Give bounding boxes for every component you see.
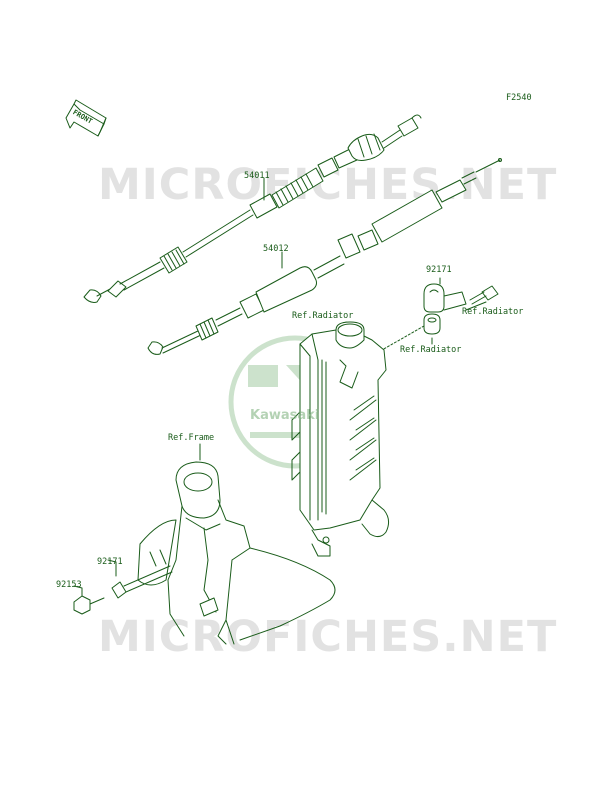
radiator [291,321,390,557]
collar-top [423,313,441,335]
nut-92153 [73,595,105,615]
label-ref-radiator-1: Ref.Radiator [292,311,354,321]
front-arrow-icon [65,99,107,137]
kawasaki-logo-text: Kawasaki [250,408,320,423]
label-54012: 54012 [263,244,289,254]
label-92153: 92153 [56,580,82,590]
bolt-92171-bottom [111,565,173,599]
clamp-92171-top [423,283,467,313]
label-ref-radiator-3: Ref.Radiator [400,345,462,355]
label-ref-radiator-2: Ref.Radiator [462,307,524,317]
cable-54012 [147,158,502,355]
cable-54011 [83,114,422,303]
label-92171-bottom: 92171 [97,557,123,567]
label-54011: 54011 [244,171,270,181]
figure-code: F2540 [506,93,532,103]
frame [137,461,336,645]
label-ref-frame: Ref.Frame [168,433,215,443]
bolt-top [469,285,499,305]
label-92171-top: 92171 [426,265,452,275]
